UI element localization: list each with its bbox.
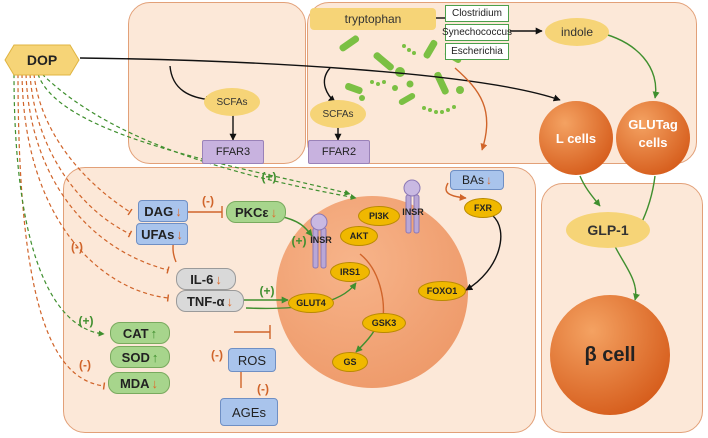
minus-sign-ros-ages: (-) [257,382,269,396]
sod-node: SOD↑ [110,346,170,368]
ufas-label: UFAs [141,226,175,242]
beta-cell-sphere [550,295,670,415]
glutag-cells-sphere [616,101,690,175]
cat-node: CAT↑ [110,322,170,344]
bas-node: BAs↓ [450,170,504,190]
glut4-node: GLUT4 [288,293,334,313]
plus-sign-dop-pi3k: (+) [261,170,277,184]
pkce-node: PKCε↓ [226,201,286,223]
ufas-down-arrow: ↓ [176,226,183,242]
il6-down-arrow: ↓ [215,271,222,287]
minus-sign-mda: (-) [79,358,91,372]
plus-sign-pkce-insr: (+) [291,234,307,248]
minus-sign-sod-ros: (-) [211,348,223,362]
gsk3-node: GSK3 [362,313,406,333]
mda-label: MDA [119,375,150,391]
mda-down-arrow: ↓ [151,375,159,391]
cat-label: CAT [122,325,149,341]
pi3k-node: PI3K [358,206,400,226]
dag-label: DAG [144,203,174,219]
sod-label: SOD [121,349,150,365]
tnfa-down-arrow: ↓ [226,293,234,309]
receptor-icon [310,179,421,269]
sod-up-arrow: ↑ [151,349,159,365]
minus-sign-inflammation: (-) [71,240,83,254]
plus-sign-tnfa-glut4: (+) [259,284,275,298]
il6-label: IL-6 [190,271,214,287]
l-cells-sphere [539,101,613,175]
tryptophan-node: tryptophan [310,8,436,30]
scfas-node-2: SCFAs [310,100,366,128]
bas-down-arrow: ↓ [486,173,492,187]
bacteria-clostridium: Clostridium [445,5,509,22]
plus-sign-antioxidant: (+) [78,314,94,328]
ufas-node: UFAs↓ [136,223,188,245]
pkce-label: PKCε [234,204,269,220]
ffar2-receptor: FFAR2 [308,140,370,164]
bacteria-synechococcus: Synechococcus [442,24,512,41]
bas-label: BAs [461,173,484,187]
minus-sign-dag-pkce: (-) [202,194,214,208]
indole-node: indole [545,18,609,46]
dag-node: DAG↓ [138,200,188,222]
tnfa-node: TNF-α↓ [176,290,244,312]
ffar3-receptor: FFAR3 [202,140,264,164]
irs1-node: IRS1 [330,262,370,282]
glutag-label-line2: cells [638,134,668,150]
fxr-node: FXR [464,198,502,218]
pkce-down-arrow: ↓ [270,204,278,220]
dag-down-arrow: ↓ [175,203,182,219]
scfas-node-1: SCFAs [204,88,260,116]
panel-scfa [128,2,306,164]
insr-label-2: INSR [402,207,424,217]
il6-node: IL-6↓ [176,268,236,290]
ages-node: AGEs [220,398,278,426]
ros-node: ROS [228,348,276,372]
dop-label: DOP [26,52,58,68]
glp1-node: GLP-1 [566,212,650,248]
dop-hexagon [4,44,80,76]
beta-cell-label: β cell [584,343,636,366]
insr-label-1: INSR [310,235,332,245]
bacteria-escherichia: Escherichia [445,43,509,60]
mda-node: MDA↓ [108,372,170,394]
l-cells-label: L cells [555,130,597,146]
tnfa-label: TNF-α [186,293,225,309]
akt-node: AKT [340,226,378,246]
glutag-label-line1: GLUTag [628,116,678,132]
foxo1-node: FOXO1 [418,281,466,301]
cat-up-arrow: ↑ [150,325,158,341]
gs-node: GS [332,352,368,372]
